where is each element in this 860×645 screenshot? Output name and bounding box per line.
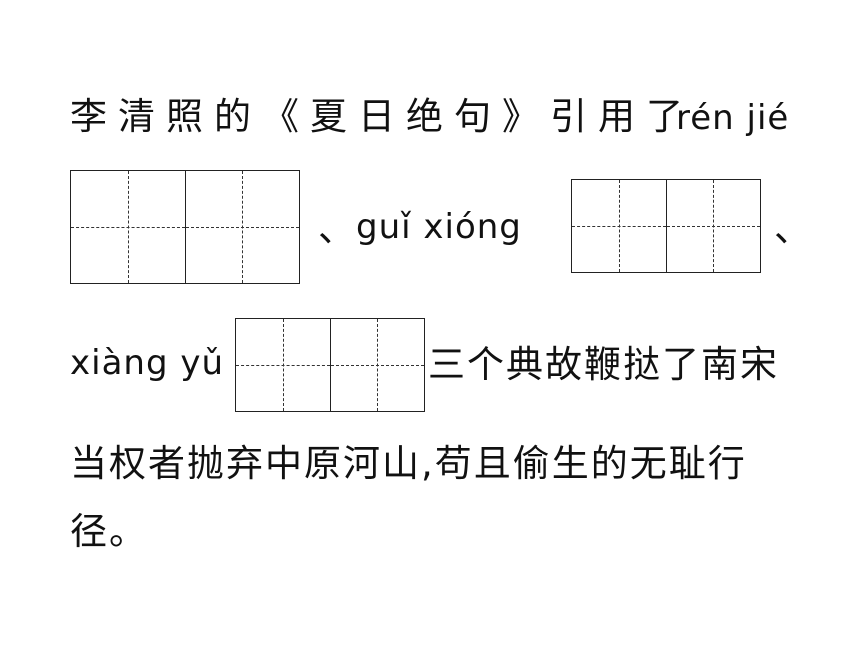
separator-comma-2: 、 [774, 207, 811, 250]
tian-grid-cell [665, 180, 761, 272]
sentence-line-4: 当权者抛弃中原河山,苟且偷生的无耻行 [70, 442, 747, 485]
pinyin-xiang-yu: xiàng yǔ [70, 343, 225, 383]
answer-box-ren-jie[interactable] [70, 170, 300, 284]
answer-box-xiang-yu[interactable] [235, 318, 425, 412]
sentence-line-5: 径。 [70, 510, 148, 553]
tian-grid-cell [71, 171, 185, 283]
tian-grid-cell [184, 171, 300, 283]
sentence-line-3: 三个典故鞭挞了南宋 [428, 343, 779, 386]
tian-grid-cell [572, 180, 666, 272]
tian-grid-cell [329, 319, 425, 411]
pinyin-gui-xiong: guǐ xióng [356, 207, 522, 247]
tian-grid-cell [236, 319, 330, 411]
pinyin-ren-jie: rén jié [676, 98, 790, 138]
sentence-line-1: 李清照的《夏日绝句》引用了 [70, 95, 694, 138]
answer-box-gui-xiong[interactable] [571, 179, 761, 273]
separator-comma-1: 、 [318, 207, 355, 250]
